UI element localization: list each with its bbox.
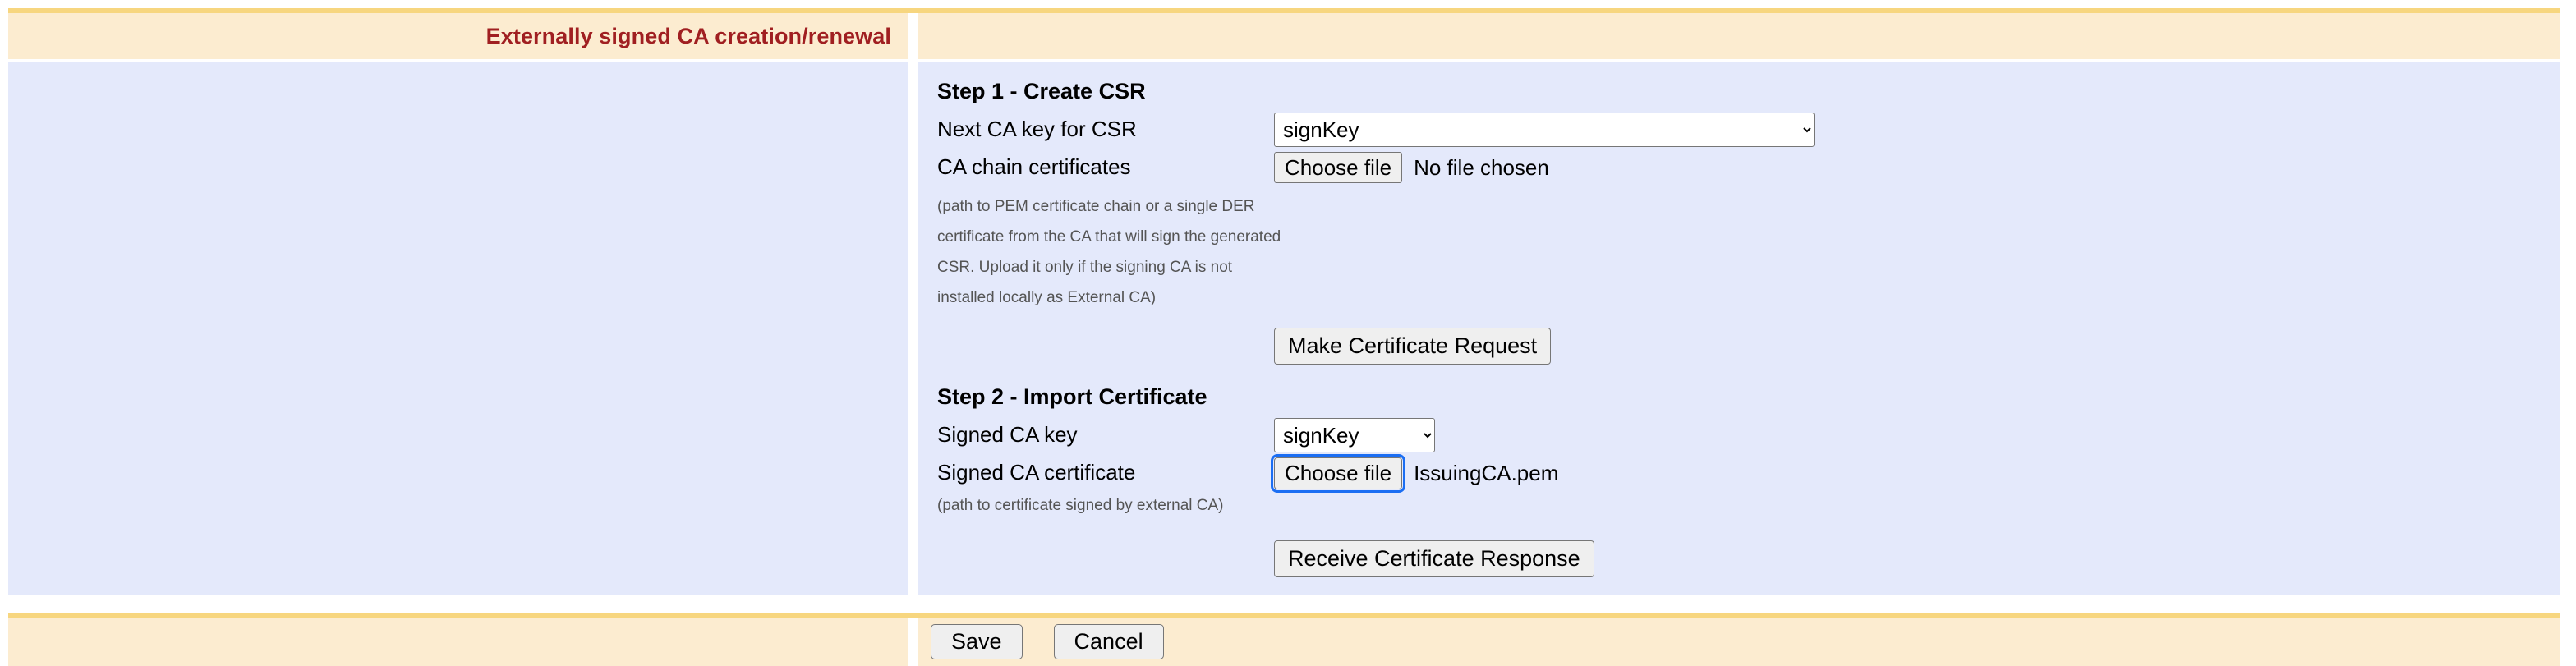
signed-ca-certificate-choose-file-button[interactable]: Choose file	[1270, 454, 1406, 493]
header-spacer-cell	[918, 13, 2560, 59]
ca-chain-control: Choose file No file chosen	[1274, 151, 2560, 184]
field-row-ca-chain: CA chain certificates Choose file No fil…	[937, 149, 2560, 186]
field-row-signed-ca-key: Signed CA key signKey	[937, 416, 2560, 454]
cancel-button[interactable]: Cancel	[1053, 624, 1164, 660]
next-ca-key-control: signKey	[1274, 113, 2560, 148]
signed-ca-key-control: signKey	[1274, 418, 2560, 453]
field-row-ca-chain-help: (path to PEM certificate chain or a sing…	[937, 186, 2560, 313]
ca-chain-help-text: (path to PEM certificate chain or a sing…	[937, 198, 1281, 307]
page-root: Externally signed CA creation/renewal St…	[8, 8, 2560, 666]
step2-action-row: Receive Certificate Response	[937, 540, 2560, 577]
signed-ca-key-select[interactable]: signKey	[1274, 418, 1435, 453]
column-divider	[908, 618, 918, 666]
page-title: Externally signed CA creation/renewal	[485, 23, 891, 48]
save-button[interactable]: Save	[931, 624, 1023, 660]
page-header-row: Externally signed CA creation/renewal	[8, 8, 2560, 59]
column-divider	[908, 62, 918, 595]
field-row-signed-ca-cert: Signed CA certificate Choose file Issuin…	[937, 454, 2560, 493]
signed-ca-certificate-control: Choose file IssuingCA.pem	[1270, 454, 2560, 493]
content-left-panel	[8, 62, 908, 595]
footer-left-cell	[8, 618, 908, 666]
ca-chain-choose-file-button[interactable]: Choose file	[1274, 151, 1403, 184]
field-row-next-ca-key: Next CA key for CSR signKey	[937, 111, 2560, 149]
ca-chain-filename: No file chosen	[1414, 154, 1549, 180]
step1-action-row: Make Certificate Request	[937, 328, 2560, 365]
header-title-cell: Externally signed CA creation/renewal	[8, 13, 908, 59]
form-panel: Step 1 - Create CSR Next CA key for CSR …	[918, 62, 2560, 595]
step2-heading: Step 2 - Import Certificate	[937, 384, 1208, 410]
page-footer-row: Save Cancel	[8, 613, 2560, 666]
ca-chain-label: CA chain certificates	[937, 154, 1131, 180]
step1-heading: Step 1 - Create CSR	[937, 79, 1146, 103]
make-certificate-request-button[interactable]: Make Certificate Request	[1274, 328, 1552, 365]
signed-ca-key-label: Signed CA key	[937, 422, 1078, 448]
signed-ca-certificate-file-input[interactable]: Choose file IssuingCA.pem	[1270, 454, 1559, 493]
ca-chain-file-input[interactable]: Choose file No file chosen	[1274, 151, 1549, 184]
next-ca-key-select[interactable]: signKey	[1274, 113, 1815, 148]
signed-ca-certificate-filename: IssuingCA.pem	[1414, 460, 1559, 485]
footer-actions: Save Cancel	[918, 618, 2560, 666]
field-row-signed-ca-cert-help: (path to certificate signed by external …	[937, 492, 2560, 532]
column-divider	[908, 13, 918, 59]
receive-certificate-response-button[interactable]: Receive Certificate Response	[1274, 540, 1594, 577]
signed-ca-certificate-label: Signed CA certificate	[937, 460, 1136, 485]
next-ca-key-label: Next CA key for CSR	[937, 117, 1137, 142]
page-content-row: Step 1 - Create CSR Next CA key for CSR …	[8, 62, 2560, 595]
signed-ca-certificate-help-text: (path to certificate signed by external …	[937, 497, 1224, 515]
